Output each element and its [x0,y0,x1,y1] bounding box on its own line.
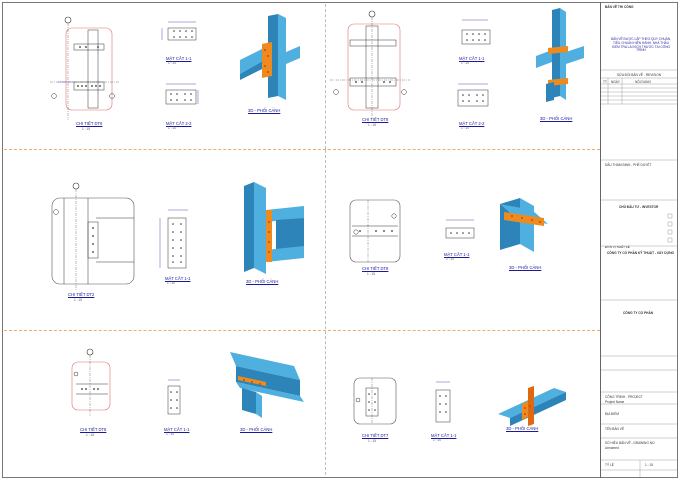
title-block-header: BẢN VẼ THI CÔNG [605,5,634,9]
detail-scale: 1 : 15 [367,272,375,276]
detail-dt8-b-section-1 [445,219,475,239]
client-company: CÔNG TY CỔ PHẦN [623,311,654,315]
revision-title: SỬA ĐỔI BẢN VẼ - REVISION [617,73,661,77]
section-caption: MẶT CẮT 1-1 [166,56,192,61]
section-caption: MẶT CẮT 1-1 [459,56,485,61]
revision-col-date: NGÀY [611,80,621,84]
detail-scale: 1 : 15 [86,433,94,437]
detail-dt2-3d [244,182,304,274]
scale-value: 1 : 15 [645,463,653,467]
scale-label: TỶ LỆ [605,463,614,467]
section-caption: MẶT CẮT 2-2 [166,121,192,126]
detail-dt6-elevation [50,16,120,120]
approval-checkboxes [667,213,673,243]
detail-scale: 1 : 15 [82,127,90,131]
detail-dt7-3d [498,386,566,426]
detail-dt6-3d [240,14,300,100]
drawing-number-label: SỐ HIỆU BẢN VẼ - DRAWING NO. [605,441,656,445]
section-scale: 1 : 10 [168,61,176,65]
detail-dt8-a-3d [536,8,584,102]
detail-dt8-a-section-1 [461,19,491,45]
revision-col-content: NỘI DUNG [635,80,651,84]
stamp-label: DẤU THẨM ĐỊNH - PHÊ DUYỆT [605,163,652,167]
view-caption: 3D - PHỐI CẢNH [509,265,542,270]
drawing-title-label: TÊN BẢN VẼ [605,427,624,431]
detail-caption: CHI TIẾT DT8 [362,117,389,122]
detail-dt7-section-1 [435,381,451,423]
title-block: BẢN VẼ THI CÔNG BẢN VẼ ĐƯỢC LẬP THEO QUY… [600,2,679,478]
detail-dt8-b-3d [500,198,548,252]
section-scale: 1 : 10 [168,126,176,130]
detail-dt8-c-3d [230,352,304,418]
address-label: ĐỊA ĐIỂM [605,412,619,416]
view-caption: 3D - PHỐI CẢNH [540,116,573,121]
designer-small-label: ĐƠN VỊ THIẾT KẾ [605,245,630,249]
view-caption: 3D - PHỐI CẢNH [246,279,279,284]
section-scale: 1 : 10 [433,438,441,442]
designer-company: CÔNG TY CỔ PHẦN KỸ THUẬT - XÂY DỰNG [607,251,674,255]
detail-caption: CHI TIẾT DT8 [80,427,107,432]
general-notes: BẢN VẼ ĐƯỢC LẬP THEO QUY CHUẨN, TIÊU CHU… [610,37,671,53]
row-divider-1 [4,149,600,150]
investor-label: CHỦ ĐẦU TƯ - INVESTOR [619,205,659,209]
section-scale: 1 : 10 [461,61,469,65]
detail-scale: 1 : 15 [74,298,82,302]
section-scale: 1 : 10 [167,281,175,285]
detail-dt8-b-elevation [349,199,401,263]
section-caption: MẶT CẮT 1-1 [164,427,190,432]
detail-scale: 1 : 15 [368,123,376,127]
detail-caption: CHI TIẾT DT2 [68,292,95,297]
detail-dt6-section-2 [165,83,199,105]
col-divider-top [325,4,326,149]
section-scale: 1 : 10 [166,432,174,436]
detail-dt8-c-section-1 [167,379,181,415]
detail-dt2-elevation [51,182,135,290]
detail-dt6-section-1 [161,21,197,41]
drawing-number: Unnamed [605,446,619,450]
view-caption: 3D - PHỐI CẢNH [240,427,273,432]
section-caption: MẶT CẮT 1-1 [165,276,191,281]
section-caption: MẶT CẮT 1-1 [431,433,457,438]
section-scale: 1 : 10 [461,126,469,130]
section-caption: MẶT CẮT 2-2 [459,121,485,126]
detail-scale: 1 : 15 [368,439,376,443]
section-caption: MẶT CẮT 1-1 [444,252,470,257]
detail-dt2-section-1 [159,209,188,269]
project-name: Project Name [605,400,625,404]
row-divider-2 [4,330,600,331]
detail-caption: CHI TIẾT DT6 [76,121,103,126]
detail-dt8-c-elevation [71,348,111,416]
detail-dt8-a-section-2 [457,83,489,107]
title-block-grid [600,69,678,478]
view-caption: 3D - PHỐI CẢNH [506,426,539,431]
detail-dt8-a-elevation [330,10,410,118]
view-caption: 3D - PHỐI CẢNH [248,108,281,113]
detail-caption: CHI TIẾT DT8 [362,266,389,271]
project-label: CÔNG TRÌNH - PROJECT [605,395,643,399]
col-divider-bottom [325,150,326,475]
detail-caption: CHI TIẾT DT7 [362,433,389,438]
detail-dt7-elevation [353,377,397,425]
section-scale: 1 : 10 [446,257,454,261]
revision-col-no: TT [603,80,607,84]
